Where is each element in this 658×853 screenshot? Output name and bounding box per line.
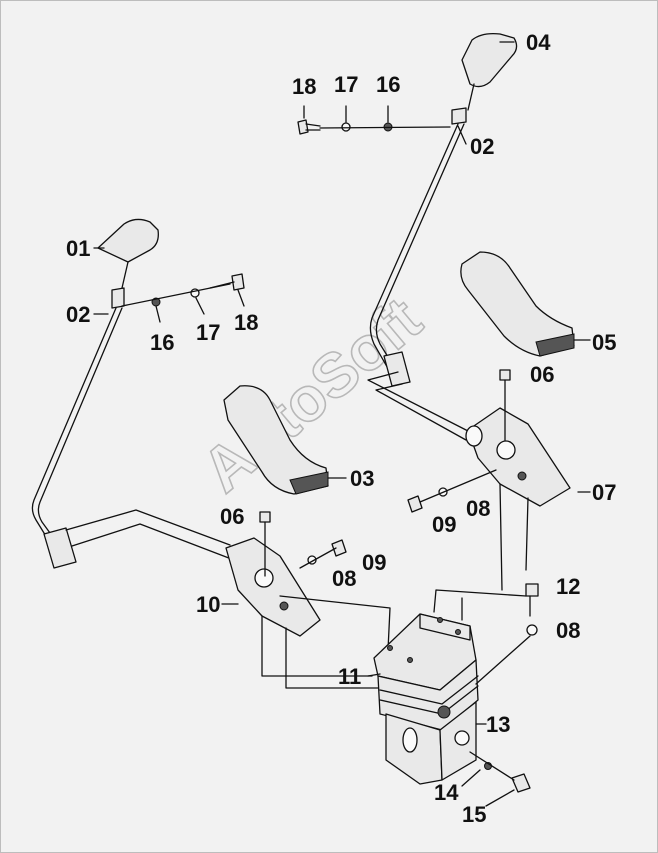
callout-09-right: 09 xyxy=(432,512,456,537)
callout-09-left: 09 xyxy=(362,550,386,575)
callout-15: 15 xyxy=(462,802,486,827)
callout-04: 04 xyxy=(526,30,551,55)
bolt-18-top xyxy=(297,119,309,135)
callout-07: 07 xyxy=(592,480,616,505)
bolt-12 xyxy=(525,583,539,597)
washer-17-top xyxy=(341,122,351,132)
washer-08-valve xyxy=(526,624,538,636)
callout-10: 10 xyxy=(196,592,220,617)
callout-06-right: 06 xyxy=(530,362,554,387)
callout-06-left: 06 xyxy=(220,504,244,529)
right-lever-assembly xyxy=(297,32,518,441)
callout-08-right: 08 xyxy=(466,496,490,521)
callout-14: 14 xyxy=(434,780,459,805)
callout-13: 13 xyxy=(486,712,510,737)
bolt-09-left xyxy=(331,539,347,557)
bolt-18-left xyxy=(231,273,245,291)
callout-17-left: 17 xyxy=(196,320,220,345)
callout-12: 12 xyxy=(556,574,580,599)
callout-18-left: 18 xyxy=(234,310,258,335)
leader-lines xyxy=(93,41,591,807)
fitting-15 xyxy=(511,773,531,793)
callout-02-right: 02 xyxy=(470,134,494,159)
lever-rod-02-left xyxy=(31,307,117,547)
left-lever-assembly xyxy=(31,218,245,569)
screw-06-left xyxy=(259,511,271,523)
lever-rod-02-right xyxy=(369,123,459,373)
callout-01: 01 xyxy=(66,236,90,261)
callout-08-valve: 08 xyxy=(556,618,580,643)
pedal-bracket-10 xyxy=(225,537,385,689)
pedal-bracket-07 xyxy=(465,407,571,591)
callout-labels: 01 02 02 03 04 05 06 06 07 08 08 08 09 0… xyxy=(66,30,616,827)
callout-08-left: 08 xyxy=(332,566,356,591)
pedal-03 xyxy=(223,385,329,495)
callout-11: 11 xyxy=(338,664,361,689)
callout-18-top: 18 xyxy=(292,74,316,99)
knob-04 xyxy=(461,32,518,88)
callout-16-left: 16 xyxy=(150,330,174,355)
callout-05: 05 xyxy=(592,330,616,355)
callout-16-top: 16 xyxy=(376,72,400,97)
callout-17-top: 17 xyxy=(334,72,358,97)
knob-01 xyxy=(97,218,159,263)
screw-06-right xyxy=(499,369,511,381)
brake-valve-11 xyxy=(279,589,527,785)
callout-02-left: 02 xyxy=(66,302,90,327)
callout-03: 03 xyxy=(350,466,374,491)
bolt-09-right xyxy=(407,495,423,513)
